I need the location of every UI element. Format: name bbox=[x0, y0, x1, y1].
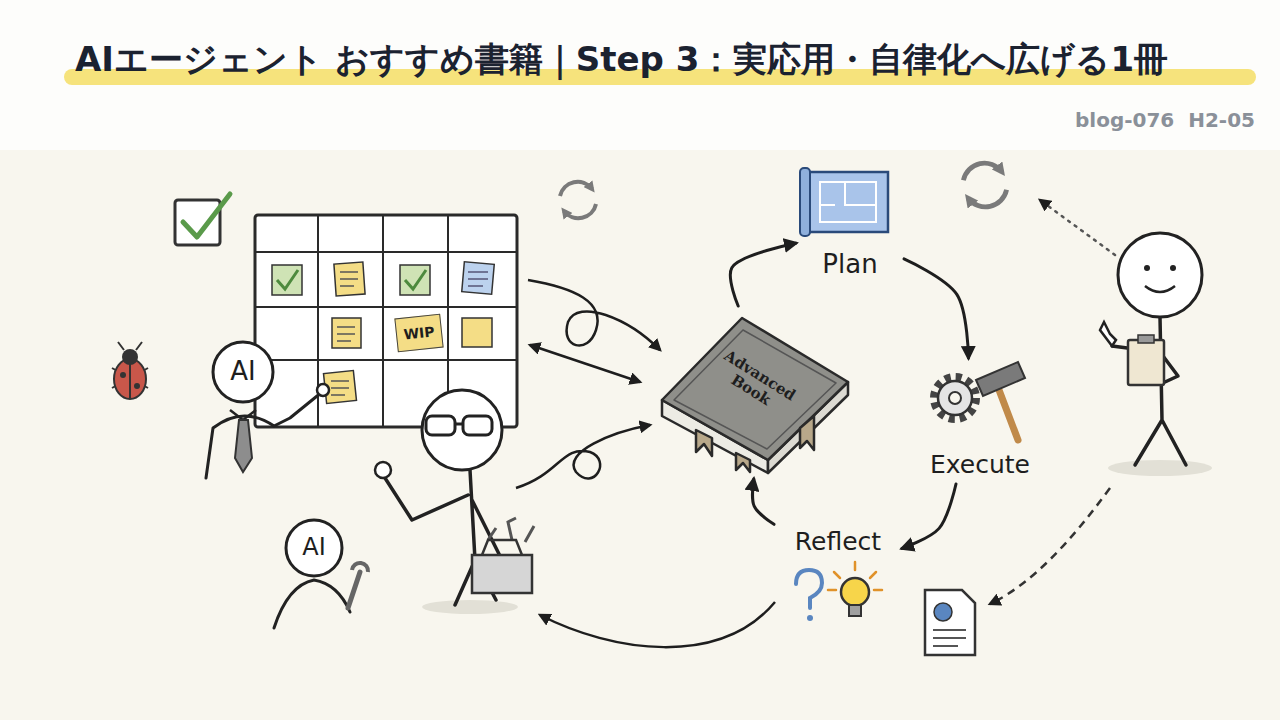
todo-sticky bbox=[462, 318, 492, 347]
refresh-icon bbox=[560, 182, 596, 218]
report-document bbox=[925, 590, 975, 655]
dotted-arrow bbox=[1040, 200, 1115, 255]
smile bbox=[1145, 286, 1175, 292]
question-dot bbox=[807, 615, 813, 621]
ai-person-body bbox=[274, 580, 350, 628]
necktie bbox=[235, 420, 252, 472]
cycle-arrow bbox=[753, 479, 774, 524]
check-mark bbox=[277, 270, 298, 289]
blueprint bbox=[806, 172, 888, 232]
pie-chart bbox=[934, 603, 952, 621]
hammer-handle bbox=[996, 382, 1018, 440]
cycle-arrow bbox=[904, 259, 968, 358]
bulb-base bbox=[849, 605, 861, 616]
glasses bbox=[426, 416, 455, 435]
node-label: AI bbox=[302, 534, 326, 562]
done-sticky bbox=[400, 265, 430, 295]
person-body bbox=[1112, 317, 1186, 465]
note-lines bbox=[468, 272, 488, 286]
shadow bbox=[422, 600, 518, 614]
glasses bbox=[463, 416, 492, 435]
cycle-arrow bbox=[730, 243, 796, 306]
wrench bbox=[348, 572, 360, 608]
wip-sticky-note: WIP bbox=[394, 314, 443, 353]
hammer-head bbox=[976, 362, 1025, 396]
raised-hand bbox=[375, 462, 391, 478]
floor-plan bbox=[820, 182, 876, 222]
person-head bbox=[1118, 233, 1202, 317]
refresh-icon bbox=[963, 163, 1006, 207]
plan-step: Plan bbox=[800, 165, 900, 280]
execute-step: Execute bbox=[915, 362, 1045, 480]
flow-line bbox=[516, 425, 650, 488]
shadow bbox=[1108, 460, 1212, 476]
tools bbox=[488, 518, 534, 542]
report-lines bbox=[933, 630, 966, 646]
wrench-head bbox=[352, 563, 368, 572]
todo-sticky bbox=[334, 262, 365, 296]
bookmark-ribbon bbox=[696, 430, 712, 456]
bug-spot bbox=[120, 372, 126, 378]
note-lines bbox=[331, 381, 349, 395]
note-lines bbox=[340, 272, 358, 286]
person-head bbox=[422, 390, 502, 470]
reflect-step: Reflect bbox=[778, 528, 898, 638]
step-label: Plan bbox=[822, 250, 877, 280]
drawing-background bbox=[0, 150, 1280, 720]
bug-spot bbox=[134, 383, 140, 389]
bookmark-ribbon bbox=[736, 453, 750, 472]
head-circle bbox=[213, 342, 273, 402]
check-mark bbox=[405, 270, 426, 289]
question-mark bbox=[796, 570, 822, 608]
done-sticky bbox=[272, 265, 302, 295]
todo-sticky bbox=[332, 318, 361, 348]
flow-line bbox=[528, 280, 660, 350]
dashed-arrow bbox=[990, 488, 1110, 604]
node-label: WIP bbox=[403, 323, 435, 342]
ai-head: AI bbox=[211, 340, 275, 404]
todo-sticky bbox=[462, 262, 495, 295]
head-circle bbox=[286, 520, 342, 576]
gear-hole bbox=[949, 392, 961, 404]
toolbox bbox=[472, 555, 532, 593]
ai-head: AI bbox=[284, 518, 344, 578]
cycle-arrow bbox=[902, 484, 956, 548]
feedback-line bbox=[540, 602, 775, 647]
glasses-bridge bbox=[455, 423, 463, 426]
ai-person-body bbox=[206, 392, 322, 478]
step-label: Execute bbox=[930, 451, 1030, 480]
bug-lines bbox=[118, 342, 142, 398]
toolbox-handle bbox=[482, 540, 522, 555]
thumbs-up bbox=[1100, 322, 1116, 346]
node-label: AI bbox=[230, 357, 255, 387]
eye bbox=[1144, 265, 1150, 271]
clipboard bbox=[1128, 340, 1164, 385]
note-lines bbox=[337, 327, 355, 341]
step-label: Reflect bbox=[795, 528, 881, 557]
bookmark-ribbon bbox=[800, 416, 814, 450]
blueprint-roll bbox=[800, 168, 810, 236]
header-background bbox=[0, 0, 1280, 150]
book-cover bbox=[662, 318, 848, 460]
eye bbox=[1170, 265, 1176, 271]
gear-teeth bbox=[934, 377, 976, 419]
light-bulb bbox=[841, 578, 869, 606]
page-title: AIエージェント おすすめ書籍｜Step 3：実応用・自律化へ広げる1冊 bbox=[75, 38, 1168, 80]
check-mark bbox=[183, 194, 230, 237]
page-tag: blog-076 H2-05 bbox=[1075, 108, 1255, 132]
collar bbox=[230, 410, 256, 420]
gear bbox=[938, 381, 972, 415]
hand bbox=[317, 384, 329, 396]
clipboard-clip bbox=[1138, 335, 1154, 343]
flow-line bbox=[530, 345, 640, 382]
advanced-book: Advanced Book bbox=[650, 310, 855, 475]
